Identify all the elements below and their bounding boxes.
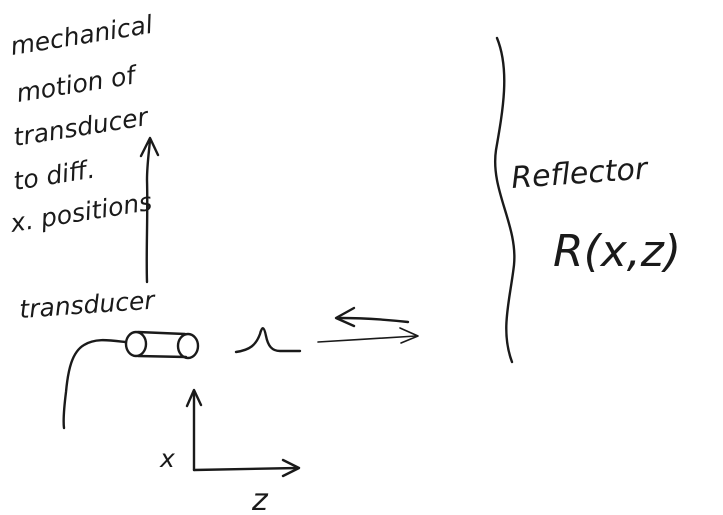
transducer-icon — [124, 330, 200, 360]
motion-note-line-3: transducer — [11, 102, 151, 152]
motion-note-line-2: motion of — [14, 60, 140, 108]
pulse-waveform — [234, 327, 302, 354]
x-axis-arrowhead — [185, 388, 203, 408]
z-axis-arrowhead — [281, 458, 301, 478]
x-axis-label: x — [159, 444, 175, 473]
z-axis-label: z — [251, 483, 269, 515]
motion-note-line-4: to diff. — [11, 154, 96, 195]
coordinate-axes — [185, 388, 301, 478]
reflector-surface — [493, 36, 516, 364]
transducer-cable — [62, 338, 127, 430]
reflector-label: Reflector — [510, 151, 650, 196]
motion-note-line-5: x. positions — [7, 187, 154, 238]
motion-arrow-head — [139, 136, 160, 158]
motion-note: mechanical motion of transducer to diff.… — [7, 10, 154, 238]
reflectivity-function: R(x,z) — [553, 226, 681, 277]
echo-arrow — [334, 306, 410, 328]
transmit-arrow — [317, 327, 419, 344]
transducer-label: transducer — [18, 285, 157, 323]
z-axis-line — [192, 466, 300, 472]
motion-arrow — [139, 136, 160, 284]
motion-note-line-1: mechanical — [8, 10, 154, 61]
motion-arrow-shaft — [145, 138, 152, 284]
